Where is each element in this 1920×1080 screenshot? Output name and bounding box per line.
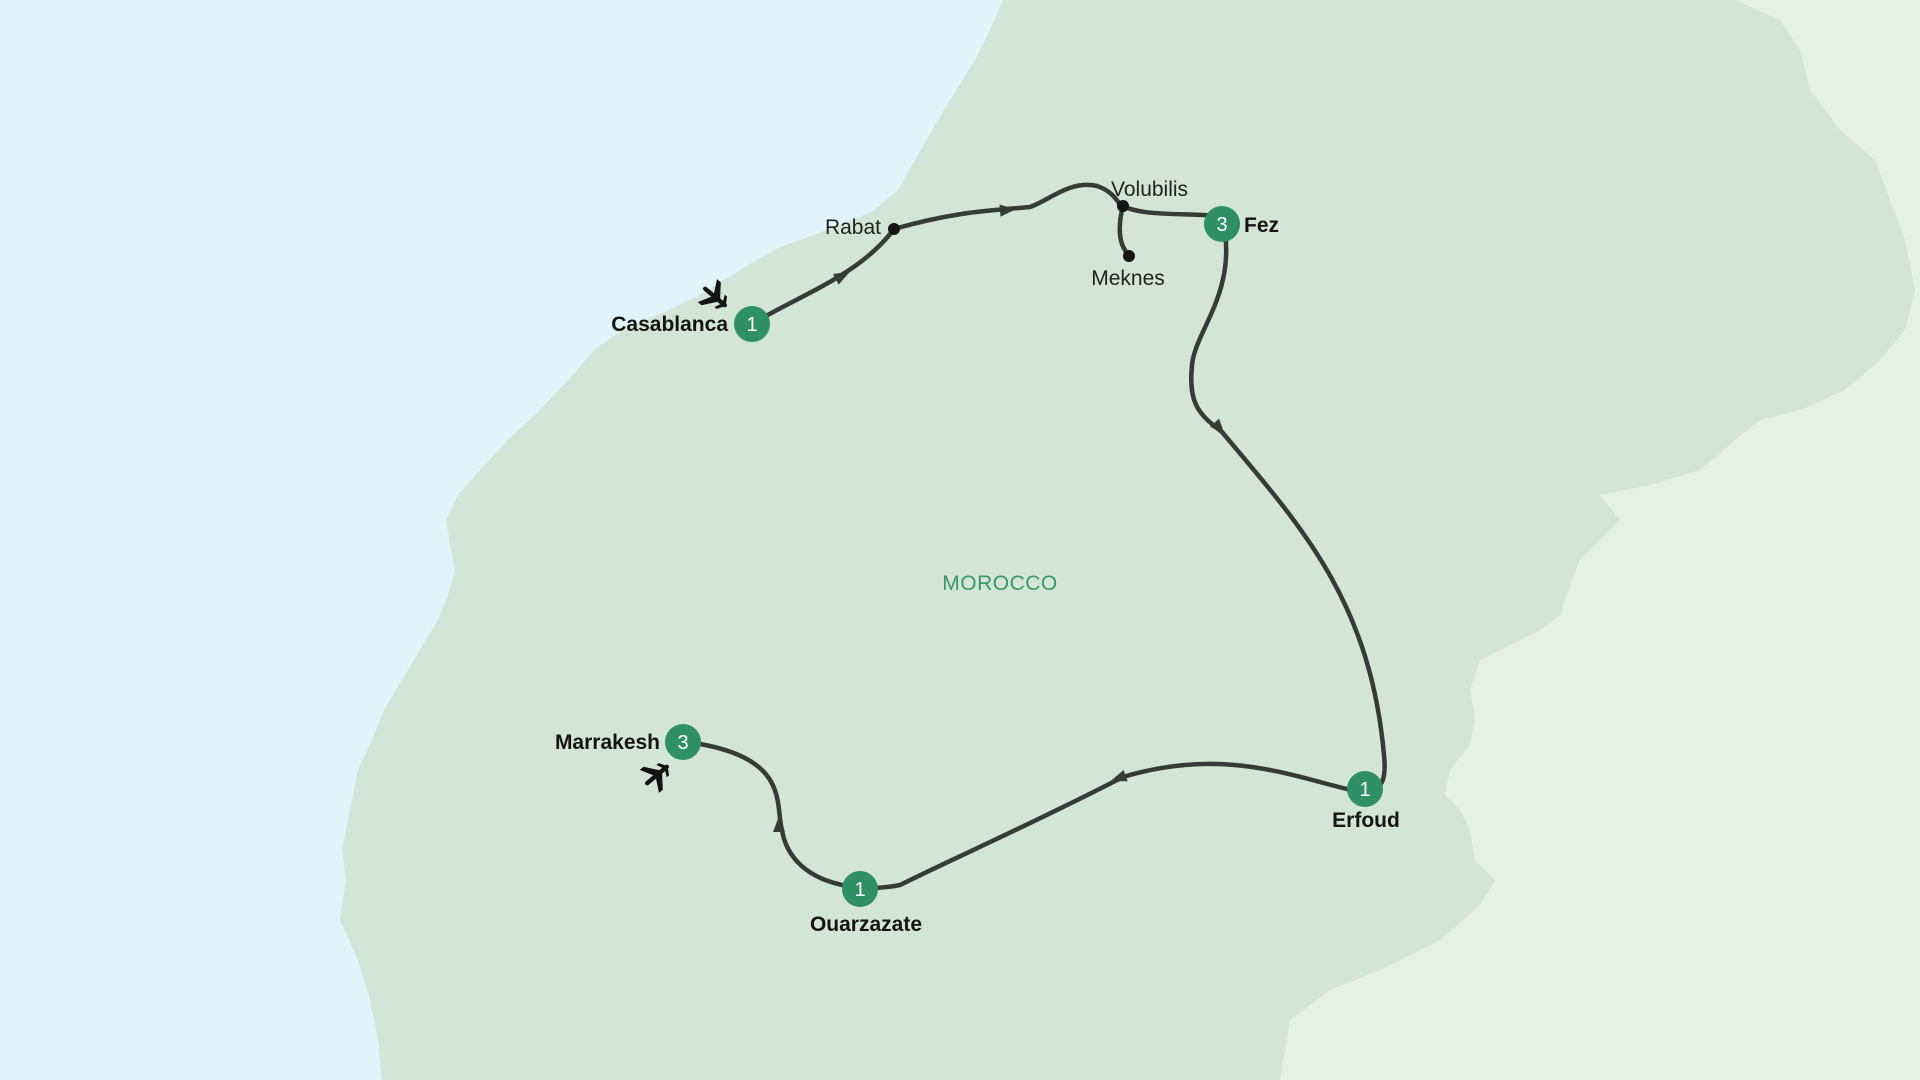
route-direction-arrow xyxy=(999,204,1016,217)
waypoint-label-meknes: Meknes xyxy=(1091,267,1165,290)
stop-ouarzazate[interactable]: 1 xyxy=(842,871,878,907)
waypoint-label-volubilis: Volubilis xyxy=(1111,178,1188,201)
stop-marrakesh[interactable]: 3 xyxy=(665,724,701,760)
waypoint-dot-rabat[interactable] xyxy=(888,223,900,235)
route-direction-arrow xyxy=(773,816,785,832)
stop-nights-count: 1 xyxy=(1359,779,1370,801)
stop-fez[interactable]: 3 xyxy=(1204,206,1240,242)
morocco-land xyxy=(340,0,1915,1080)
stop-label-casablanca: Casablanca xyxy=(611,313,728,336)
waypoint-dot-volubilis[interactable] xyxy=(1117,200,1129,212)
waypoint-label-rabat: Rabat xyxy=(825,216,881,239)
stop-nights-count: 1 xyxy=(746,314,757,336)
stop-casablanca[interactable]: 1 xyxy=(734,306,770,342)
stop-badge[interactable] xyxy=(1204,206,1240,242)
country-label: MOROCCO xyxy=(942,572,1058,595)
stop-nights-count: 3 xyxy=(1216,214,1227,236)
stop-nights-count: 1 xyxy=(854,879,865,901)
tour-route xyxy=(697,182,1387,891)
stop-erfoud[interactable]: 1 xyxy=(1347,771,1383,807)
stop-label-fez: Fez xyxy=(1244,214,1279,237)
stop-badge[interactable] xyxy=(665,724,701,760)
route-direction-arrow xyxy=(1209,418,1225,435)
stop-badge[interactable] xyxy=(842,871,878,907)
waypoint-dot-meknes[interactable] xyxy=(1123,250,1135,262)
stop-label-erfoud: Erfoud xyxy=(1332,809,1400,832)
stop-badge[interactable] xyxy=(1347,771,1383,807)
route-direction-arrow xyxy=(1110,769,1128,782)
stop-label-ouarzazate: Ouarzazate xyxy=(810,913,922,936)
route-direction-arrow xyxy=(833,271,850,285)
stop-label-marrakesh: Marrakesh xyxy=(555,731,660,754)
stop-nights-count: 3 xyxy=(677,732,688,754)
stop-badge[interactable] xyxy=(734,306,770,342)
